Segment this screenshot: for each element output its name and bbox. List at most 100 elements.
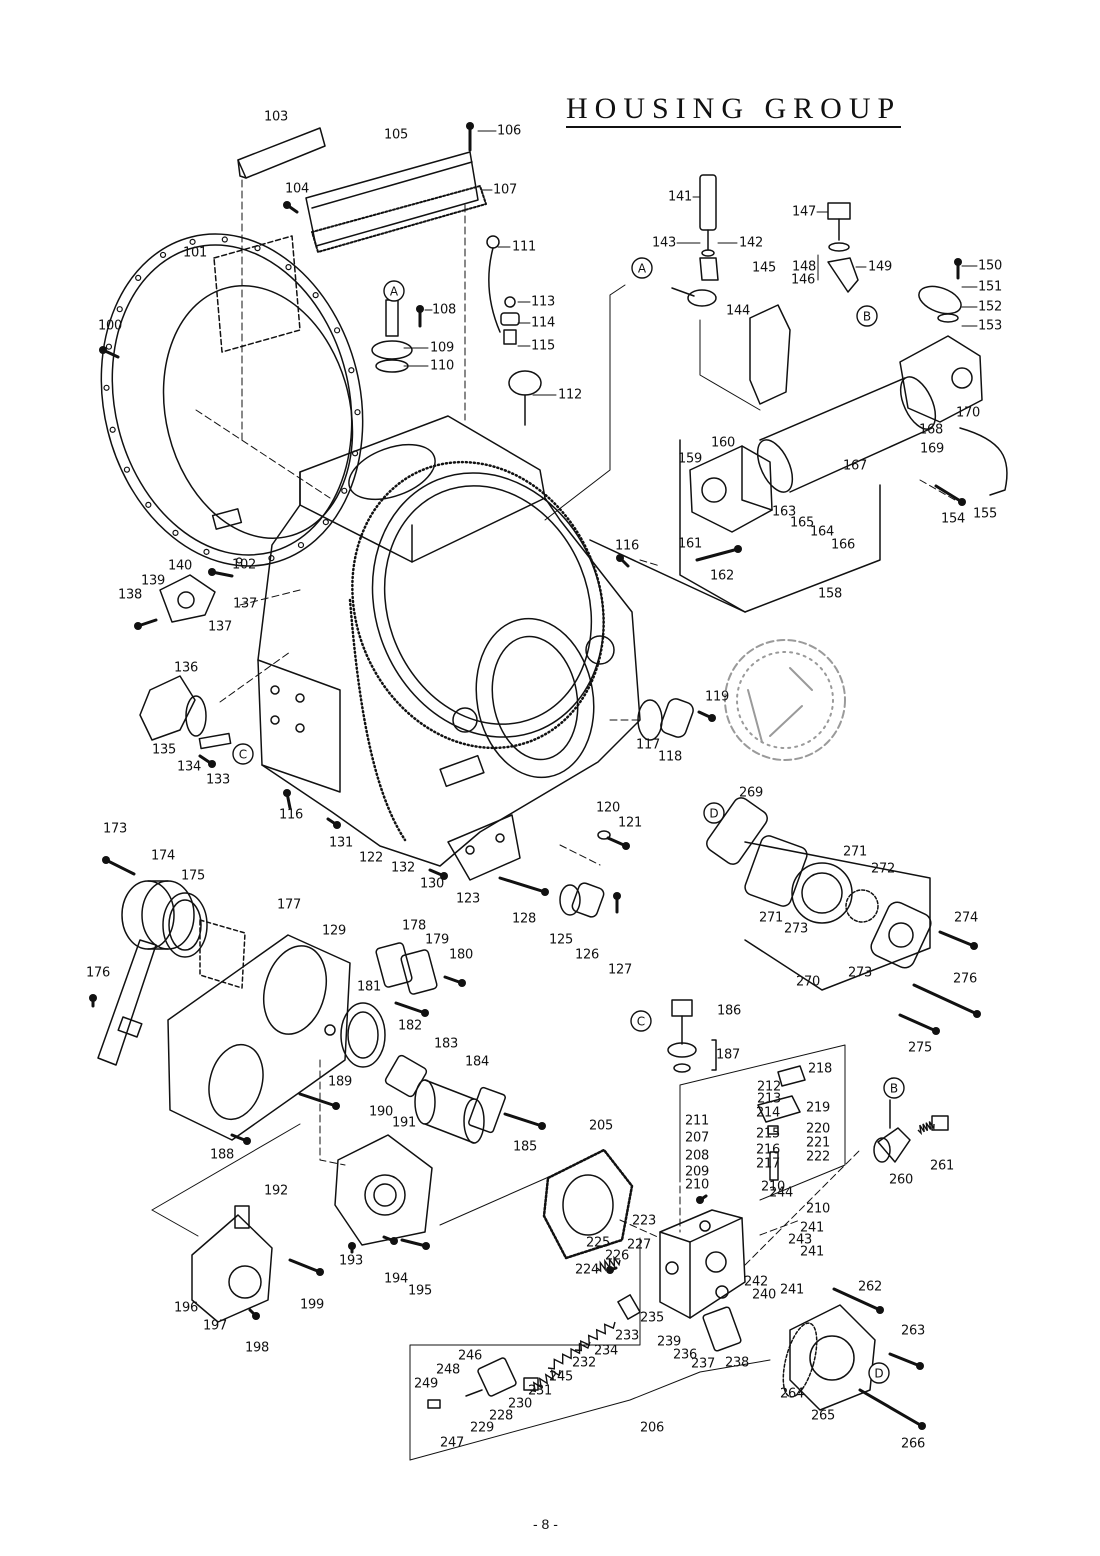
bolt-hole [354, 409, 361, 416]
callout-circle: A [383, 280, 405, 302]
bolt [230, 1133, 251, 1145]
part-number-label: 160 [711, 435, 735, 451]
bolt [283, 201, 299, 214]
callout-circle: D [868, 1362, 890, 1384]
part-number-label: 245 [549, 1369, 573, 1385]
part-number-label: 135 [152, 742, 176, 758]
part-number-label: 219 [806, 1100, 830, 1116]
callout-circle: C [232, 743, 254, 765]
part-number-label: 129 [322, 923, 346, 939]
part-number-label: 151 [978, 279, 1002, 295]
part-number-label: 262 [858, 1279, 882, 1295]
bolt [428, 868, 448, 880]
part-number-label: 116 [615, 538, 639, 554]
alignment-dashes [195, 179, 956, 1266]
valve-parts-212-222 [757, 1065, 806, 1181]
part-number-label: 213 [757, 1091, 781, 1107]
part-number-label: 143 [652, 235, 676, 251]
bolt-hole [203, 548, 210, 555]
part-number-label: 141 [668, 189, 692, 205]
part-number-label: 194 [384, 1271, 408, 1287]
part-number-label: 241 [800, 1220, 824, 1236]
part-number-label: 197 [203, 1318, 227, 1334]
part-number-label: 109 [430, 340, 454, 356]
part-number-label: 237 [691, 1356, 715, 1372]
bolt [382, 1235, 398, 1245]
bolt-hole [236, 557, 243, 564]
part-number-label: 185 [513, 1139, 537, 1155]
part-number-label: 276 [953, 971, 977, 987]
part-number-label: 260 [889, 1172, 913, 1188]
part-number-label: 152 [978, 299, 1002, 315]
part-number-label: 138 [118, 587, 142, 603]
cover-plate-236 [702, 1306, 742, 1352]
callout-letter: C [637, 1015, 645, 1029]
relief-valve-parts [427, 1294, 641, 1409]
hydraulic-pump-assembly [706, 797, 932, 991]
part-number-label: 265 [811, 1408, 835, 1424]
bolt-186 [667, 999, 717, 1073]
bolt-hole [116, 306, 123, 313]
bolt [888, 1352, 924, 1370]
part-number-label: 150 [978, 258, 1002, 274]
spring [529, 1369, 561, 1393]
part-number-label: 178 [402, 918, 426, 934]
gasket-205 [542, 1148, 634, 1260]
bolt [696, 1194, 708, 1204]
bolt-hole [135, 274, 142, 282]
part-number-label: 175 [181, 868, 205, 884]
part-number-label: 209 [685, 1164, 709, 1180]
part-number-label: 105 [384, 127, 408, 143]
assembly-lines [151, 130, 978, 1461]
part-number-label: 107 [493, 182, 517, 198]
part-number-label: 195 [408, 1283, 432, 1299]
part-number-label: 274 [954, 910, 978, 926]
handle-176 [97, 939, 157, 1066]
part-number-label: 116 [279, 807, 303, 823]
part-number-label: 165 [790, 515, 814, 531]
callout-letter: A [638, 262, 647, 276]
part-number-label: 169 [920, 441, 944, 457]
part-number-label: 161 [678, 536, 702, 552]
callout-letter: A [390, 285, 399, 299]
bolt-hole [221, 236, 228, 243]
bolt-hole [189, 238, 196, 245]
part-number-label: 205 [589, 1118, 613, 1134]
part-number-label: 188 [210, 1147, 234, 1163]
bolt [466, 122, 474, 152]
part-number-label: 192 [264, 1183, 288, 1199]
pto-drum-174 [121, 880, 195, 950]
gasket-outline [199, 919, 246, 989]
part-number-label: 236 [673, 1347, 697, 1363]
part-number-label: 127 [608, 962, 632, 978]
part-number-label: 108 [432, 302, 456, 318]
bolt [400, 1238, 430, 1250]
bolt [606, 836, 630, 850]
part-number-label: 226 [605, 1248, 629, 1264]
part-number-label: 112 [558, 387, 582, 403]
lifting-bracket [237, 127, 326, 179]
part-number-label: 247 [440, 1435, 464, 1451]
part-number-label: 272 [871, 861, 895, 877]
part-number-label: 168 [919, 422, 943, 438]
part-number-label: 244 [769, 1185, 793, 1201]
gaskets-178-179 [375, 942, 438, 995]
bolt [89, 994, 97, 1008]
bolt [616, 554, 630, 568]
spring [917, 1121, 935, 1136]
callout-letter: D [709, 807, 718, 821]
inspection-stamp [724, 639, 846, 761]
bolt [283, 789, 292, 810]
pipe-155 [959, 427, 1008, 496]
bolt [326, 817, 341, 829]
part-number-label: 238 [725, 1355, 749, 1371]
page-number: - 8 - [533, 1516, 558, 1532]
part-number-label: 130 [420, 876, 444, 892]
breather-assembly [500, 296, 520, 345]
part-number-label: 212 [757, 1079, 781, 1095]
bolt-hole [105, 343, 113, 350]
part-number-label: 136 [174, 660, 198, 676]
part-number-label: 214 [756, 1105, 780, 1121]
part-number-label: 159 [678, 451, 702, 467]
bolt [288, 1258, 324, 1276]
